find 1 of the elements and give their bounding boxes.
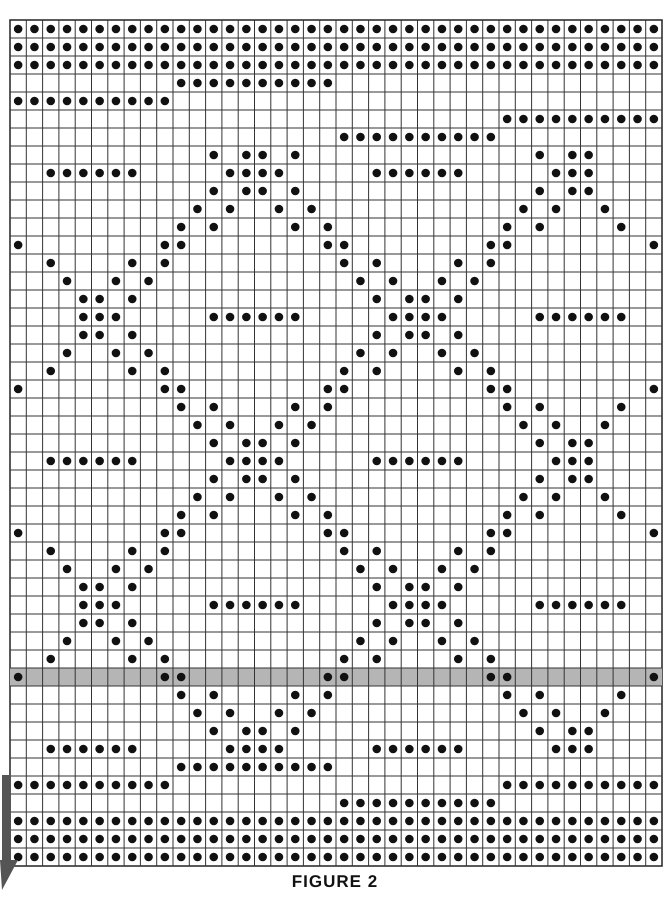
figure-caption: FIGURE 2 [290,872,380,892]
